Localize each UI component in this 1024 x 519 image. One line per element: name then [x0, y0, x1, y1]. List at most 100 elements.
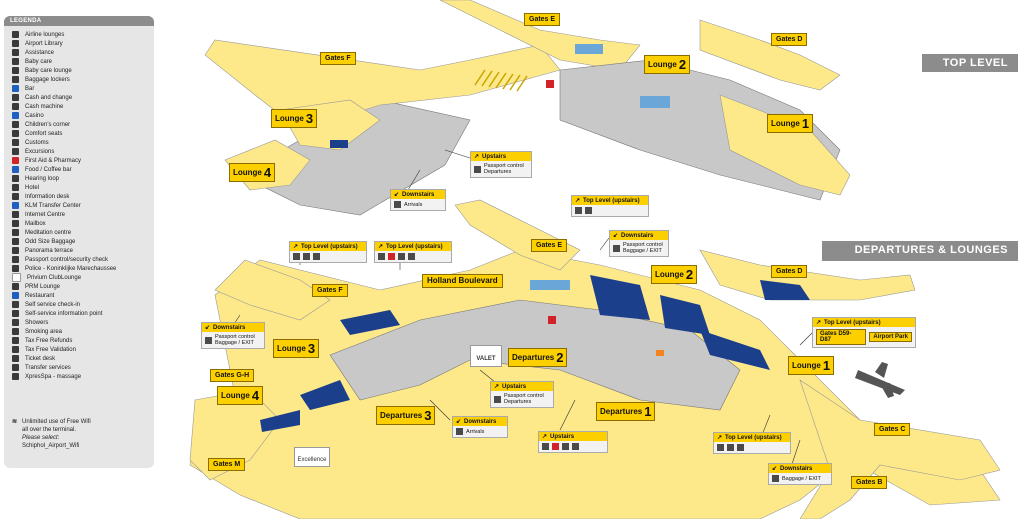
leader-line — [444, 149, 471, 159]
police-icon — [12, 265, 19, 272]
top-level-floor — [204, 0, 851, 216]
legend-item: Information desk — [12, 192, 154, 201]
legend-item-label: Showers — [25, 319, 49, 326]
departures-level-header: DEPARTURES & LOUNGES — [822, 241, 1018, 261]
arrow-up-icon: ↗ — [717, 435, 723, 441]
legend-item-label: Baby care — [25, 58, 53, 65]
legend-item: Airline lounges — [12, 30, 154, 39]
internet-icon — [12, 211, 19, 218]
cash-icon — [12, 94, 19, 101]
legend-item-label: Police - Koninklijke Marechaussee — [25, 265, 117, 272]
baggage-icon — [772, 475, 779, 482]
meditation-icon — [12, 229, 19, 236]
baby-lounge-icon — [12, 67, 19, 74]
top-gates-e-label[interactable]: Gates E — [524, 13, 561, 26]
dep-top-level-upstairs-center: ↗Top Level (upstairs) — [374, 241, 452, 263]
top-gates-d-label[interactable]: Gates D — [771, 33, 808, 46]
dep-gates-gh-label[interactable]: Gates G-H — [210, 369, 255, 382]
passport-icon — [494, 395, 501, 403]
dep-gates-c-label[interactable]: Gates C — [874, 423, 911, 436]
excursion-icon — [12, 148, 19, 155]
stair-stripe — [509, 74, 521, 91]
info-point-icon — [12, 310, 19, 317]
food-icon — [12, 166, 19, 173]
legend-item: Airport Library — [12, 39, 154, 48]
legend-item: Bar — [12, 84, 154, 93]
lounge-block — [260, 410, 300, 432]
legend-item-label: Hearing loop — [25, 175, 60, 182]
legend-item: Hotel — [12, 183, 154, 192]
locker-icon — [12, 76, 19, 83]
dep-gates-f-label[interactable]: Gates F — [312, 284, 348, 297]
info-icon — [303, 253, 310, 260]
orange-marker — [656, 350, 664, 356]
panorama-icon — [12, 247, 19, 254]
legend-item-label: First Aid & Pharmacy — [25, 157, 82, 164]
legend-item-label: Comfort seats — [25, 130, 63, 137]
legend-item-label: Passport control/security check — [25, 256, 109, 263]
dep-top-level-upstairs-e: ↗Top Level (upstairs) — [571, 195, 649, 217]
legend-item-label: Odd Size Baggage — [25, 238, 76, 245]
leader-line — [407, 169, 421, 191]
dep-gates-d-label[interactable]: Gates D — [771, 265, 808, 278]
departures-pier-bc — [799, 379, 1001, 519]
legend-item-label: PRM Lounge — [25, 283, 61, 290]
stair-stripe — [495, 72, 507, 89]
wifi-line-1: Unlimited use of Free Wifi — [22, 419, 91, 425]
airport-park-pill[interactable]: Airport Park — [869, 332, 912, 342]
top-gates-f-label[interactable]: Gates F — [320, 52, 356, 65]
legend-item-label: Airline lounges — [25, 31, 65, 38]
valet-text: VALET — [476, 356, 496, 362]
dep-gates-e-label[interactable]: Gates E — [531, 239, 568, 252]
legend-item-label: Cash machine — [25, 103, 64, 110]
top-level-blue-block — [575, 44, 603, 54]
arrow-down-icon: ↙ — [772, 466, 778, 472]
legend-item: Showers — [12, 318, 154, 327]
book-icon — [12, 40, 19, 47]
legend-item-label: Privium ClubLounge — [27, 274, 82, 281]
lounge-icon — [378, 253, 385, 260]
restaurant-icon — [585, 207, 592, 214]
stair-stripe — [488, 71, 500, 88]
first-aid-icon — [546, 80, 554, 88]
dep-gates-m-label[interactable]: Gates M — [208, 458, 246, 471]
legend-item: Children's corner — [12, 120, 154, 129]
lounge-block — [340, 310, 400, 335]
stair-stripe — [516, 75, 528, 92]
passport-icon — [205, 336, 212, 344]
hotel-icon — [12, 184, 19, 191]
legend-item: Passport control/security check — [12, 255, 154, 264]
legend-item: Food / Coffee bar — [12, 165, 154, 174]
legend-item-label: Cash and change — [25, 94, 73, 101]
lounge-icon — [542, 443, 549, 450]
assistance-icon — [12, 49, 19, 56]
legend-item-label: Hotel — [25, 184, 40, 191]
departures-level-floor — [189, 199, 1001, 519]
legend-item: Police - Koninklijke Marechaussee — [12, 264, 154, 273]
stair-stripe — [474, 69, 486, 86]
legend-item: Baby care — [12, 57, 154, 66]
checkin-icon — [12, 301, 19, 308]
gates-d59-d87-pill[interactable]: Gates D59-D87 — [816, 329, 867, 345]
legend-item-label: Self-service information point — [25, 310, 103, 317]
bar-icon — [12, 85, 19, 92]
excellence-text: Excellence — [297, 457, 327, 463]
holland-boulevard-label[interactable]: Holland Boulevard — [422, 274, 503, 288]
lounge-icon — [293, 253, 300, 260]
dep-gates-b-label[interactable]: Gates B — [851, 476, 888, 489]
aircraft-icon — [855, 362, 905, 398]
legend-item: XpresSpa - massage — [12, 372, 154, 381]
